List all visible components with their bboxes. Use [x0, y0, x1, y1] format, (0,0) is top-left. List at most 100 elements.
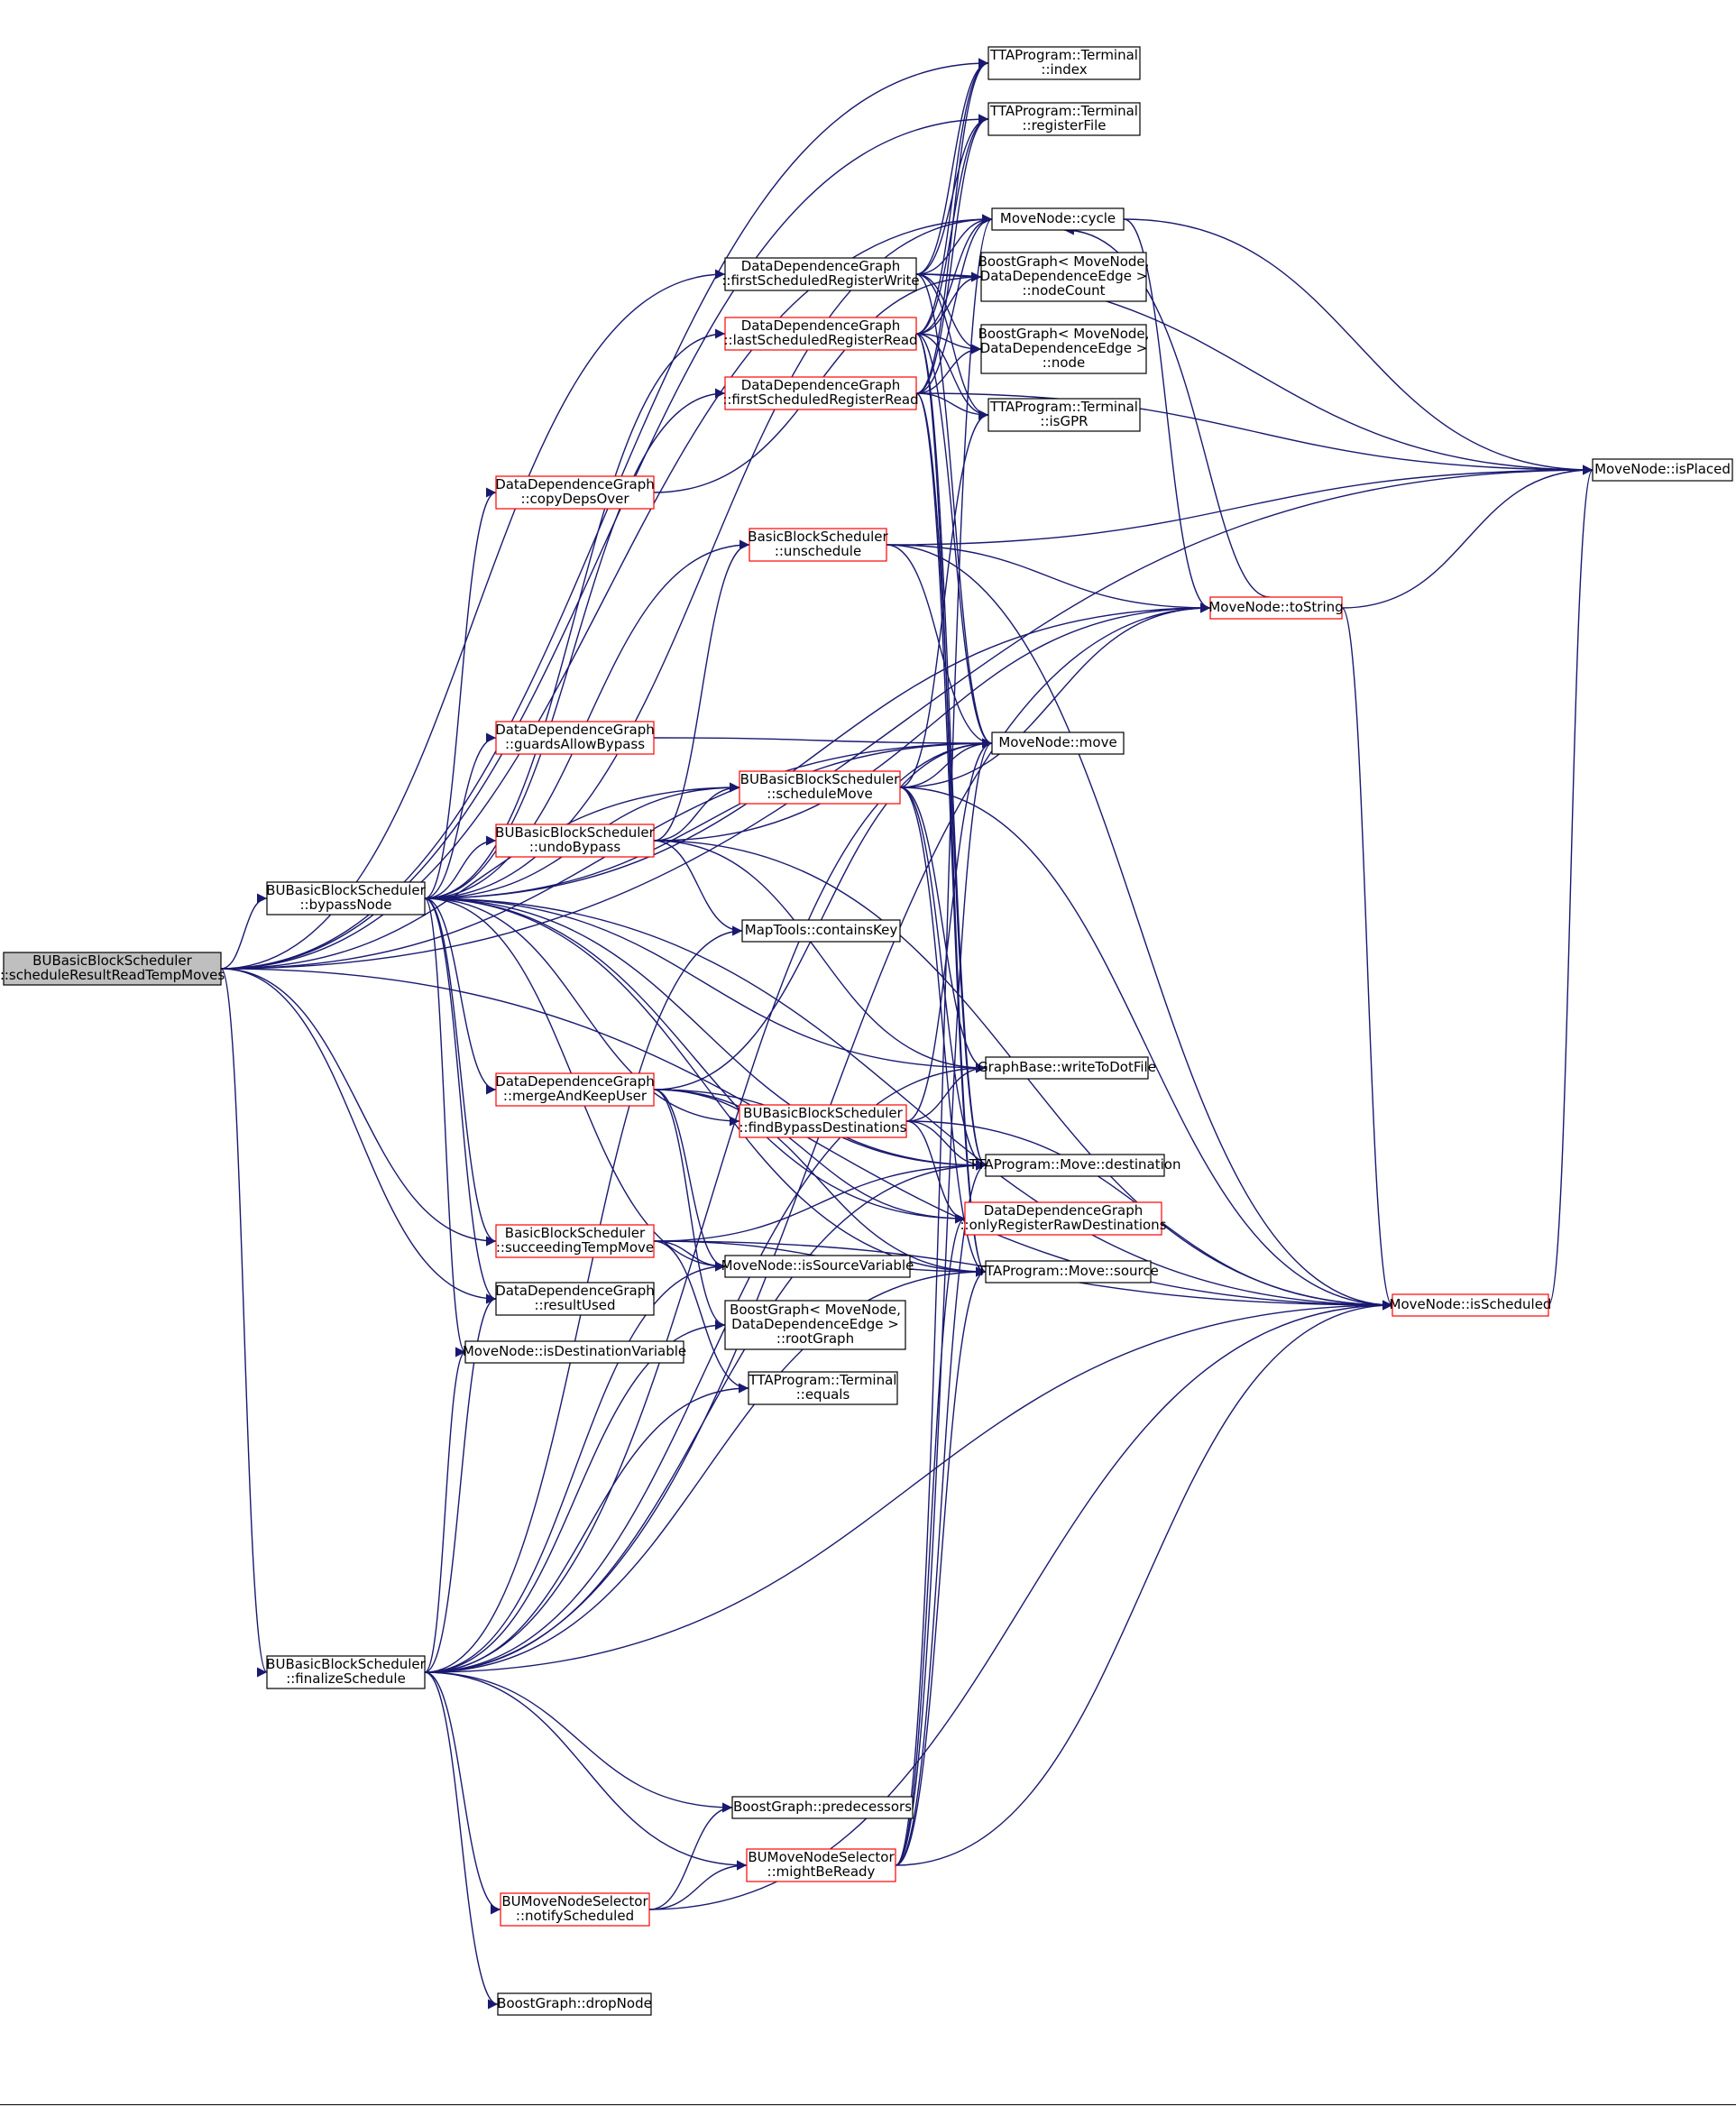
node-box[interactable]: [724, 1300, 906, 1350]
node-nodeCount[interactable]: BoostGraph< MoveNode,DataDependenceEdge …: [978, 252, 1150, 302]
edge-guardsAllowBypass-to-move: [653, 737, 993, 749]
node-label: ::firstScheduledRegisterWrite: [721, 272, 919, 289]
node-box[interactable]: [495, 475, 655, 510]
node-box[interactable]: [3, 952, 222, 986]
node-label: BoostGraph::predecessors: [733, 1799, 912, 1815]
node-box[interactable]: [985, 1056, 1149, 1080]
node-bgNode[interactable]: BoostGraph< MoveNode,DataDependenceEdge …: [978, 324, 1150, 374]
node-finalizeSchedule[interactable]: BUBasicBlockScheduler::finalizeSchedule: [266, 1655, 427, 1689]
node-undoBypass[interactable]: BUBasicBlockScheduler::undoBypass: [495, 823, 656, 858]
node-box[interactable]: [991, 731, 1125, 755]
node-box[interactable]: [1209, 596, 1343, 620]
node-box[interactable]: [964, 1201, 1162, 1236]
edge-scheduleMove-to-isGPR: [899, 409, 989, 788]
node-box[interactable]: [987, 398, 1141, 432]
edge-path: [653, 1089, 726, 1330]
node-isPlaced[interactable]: MoveNode::isPlaced: [1592, 458, 1733, 482]
node-box[interactable]: [739, 770, 901, 805]
node-firstSchedRegRead[interactable]: DataDependenceGraph::firstScheduledRegis…: [722, 376, 919, 410]
node-box[interactable]: [724, 257, 917, 291]
edge-undoBypass-to-containsKey: [653, 840, 743, 936]
node-label: BoostGraph::dropNode: [497, 1995, 652, 2011]
node-toString[interactable]: MoveNode::toString: [1208, 596, 1344, 620]
node-copyDepsOver[interactable]: DataDependenceGraph::copyDepsOver: [495, 475, 655, 510]
node-box[interactable]: [500, 1892, 650, 1927]
node-onlyRegRawDest[interactable]: DataDependenceGraph::onlyRegisterRawDest…: [960, 1201, 1167, 1236]
node-box[interactable]: [497, 1992, 652, 2016]
node-dropNode[interactable]: BoostGraph::dropNode: [497, 1992, 652, 2016]
node-box[interactable]: [987, 46, 1141, 80]
node-box[interactable]: [739, 1104, 907, 1138]
edge-mergeAndKeepUser-to-move: [653, 738, 993, 1090]
node-label: ::notifyScheduled: [516, 1908, 634, 1924]
edge-bypassNode-to-mergeAndKeepUser: [424, 897, 497, 1095]
node-box[interactable]: [987, 102, 1141, 136]
edge-path: [424, 897, 987, 1171]
node-moveDestination[interactable]: TTAProgram::Move::destination: [969, 1154, 1181, 1177]
node-box[interactable]: [724, 376, 917, 410]
node-rootGraph[interactable]: BoostGraph< MoveNode,DataDependenceEdge …: [724, 1300, 906, 1350]
node-guardsAllowBypass[interactable]: DataDependenceGraph::guardsAllowBypass: [495, 721, 655, 755]
node-box[interactable]: [746, 1848, 896, 1882]
node-box[interactable]: [724, 317, 917, 351]
node-box[interactable]: [749, 528, 887, 562]
node-box[interactable]: [1392, 1293, 1549, 1317]
node-box[interactable]: [495, 823, 655, 858]
node-mergeAndKeepUser[interactable]: DataDependenceGraph::mergeAndKeepUser: [495, 1072, 655, 1107]
node-box[interactable]: [748, 1371, 898, 1405]
node-box[interactable]: [495, 721, 655, 755]
node-bypassNode[interactable]: BUBasicBlockScheduler::bypassNode: [266, 881, 427, 915]
node-lastSchedRegRead[interactable]: DataDependenceGraph::lastScheduledRegist…: [723, 317, 918, 351]
node-box[interactable]: [495, 1282, 655, 1316]
node-resultUsed[interactable]: DataDependenceGraph::resultUsed: [495, 1282, 655, 1316]
node-box[interactable]: [495, 1224, 655, 1258]
node-isGPR[interactable]: TTAProgram::Terminal::isGPR: [987, 398, 1141, 432]
node-termIndex[interactable]: TTAProgram::Terminal::index: [987, 46, 1141, 80]
node-root[interactable]: BUBasicBlockScheduler::scheduleResultRea…: [0, 952, 225, 986]
node-box[interactable]: [495, 1072, 655, 1107]
node-label: ::unschedule: [775, 543, 861, 559]
node-move[interactable]: MoveNode::move: [991, 731, 1125, 755]
node-termEquals[interactable]: TTAProgram::Terminal::equals: [748, 1371, 898, 1405]
node-scheduleMove[interactable]: BUBasicBlockScheduler::scheduleMove: [739, 770, 901, 805]
node-moveSource[interactable]: TTAProgram::Move::source: [977, 1260, 1159, 1284]
node-box[interactable]: [991, 207, 1125, 231]
node-label: BasicBlockScheduler: [505, 1225, 646, 1241]
node-box[interactable]: [1592, 458, 1733, 482]
node-succeedingTempMove[interactable]: BasicBlockScheduler::succeedingTempMove: [495, 1224, 655, 1258]
node-box[interactable]: [980, 324, 1147, 374]
node-firstSchedRegWrite[interactable]: DataDependenceGraph::firstScheduledRegis…: [721, 257, 920, 291]
edge-path: [220, 968, 497, 1247]
edge-path: [653, 1089, 726, 1272]
edge-path: [424, 1300, 1393, 1673]
node-box[interactable]: [985, 1260, 1152, 1284]
node-containsKey[interactable]: MapTools::containsKey: [741, 919, 901, 943]
node-writeToDotFile[interactable]: GraphBase::writeToDotFile: [978, 1056, 1156, 1080]
node-box[interactable]: [724, 1255, 911, 1278]
edge-finalizeSchedule-to-mightBeReady: [424, 1671, 748, 1871]
node-box[interactable]: [980, 252, 1147, 302]
node-isDestVariable[interactable]: MoveNode::isDestinationVariable: [463, 1340, 686, 1364]
node-isScheduled[interactable]: MoveNode::isScheduled: [1390, 1293, 1552, 1317]
node-findBypassDest[interactable]: BUBasicBlockScheduler::findBypassDestina…: [739, 1104, 907, 1138]
node-box[interactable]: [741, 919, 901, 943]
node-box[interactable]: [731, 1796, 914, 1819]
node-label: MoveNode::cycle: [1000, 210, 1116, 226]
node-box[interactable]: [464, 1340, 684, 1364]
edge-finalizeSchedule-to-writeToDotFile: [424, 1063, 987, 1673]
node-termRegisterFile[interactable]: TTAProgram::Terminal::registerFile: [987, 102, 1141, 136]
node-label: MoveNode::isDestinationVariable: [463, 1343, 686, 1359]
node-box[interactable]: [266, 1655, 426, 1689]
node-mightBeReady[interactable]: BUMoveNodeSelector::mightBeReady: [746, 1848, 896, 1882]
node-label: ::index: [1041, 61, 1087, 78]
node-box[interactable]: [266, 881, 426, 915]
node-notifyScheduled[interactable]: BUMoveNodeSelector::notifyScheduled: [500, 1892, 650, 1927]
node-box[interactable]: [985, 1154, 1165, 1177]
edge-path: [424, 603, 1211, 899]
node-unschedule[interactable]: BasicBlockScheduler::unschedule: [748, 528, 889, 562]
node-predecessors[interactable]: BoostGraph::predecessors: [731, 1796, 914, 1819]
node-isSourceVariable[interactable]: MoveNode::isSourceVariable: [721, 1255, 914, 1278]
edge-unschedule-to-toString: [886, 544, 1211, 613]
node-cycle[interactable]: MoveNode::cycle: [991, 207, 1125, 231]
node-label: ::resultUsed: [534, 1297, 615, 1313]
